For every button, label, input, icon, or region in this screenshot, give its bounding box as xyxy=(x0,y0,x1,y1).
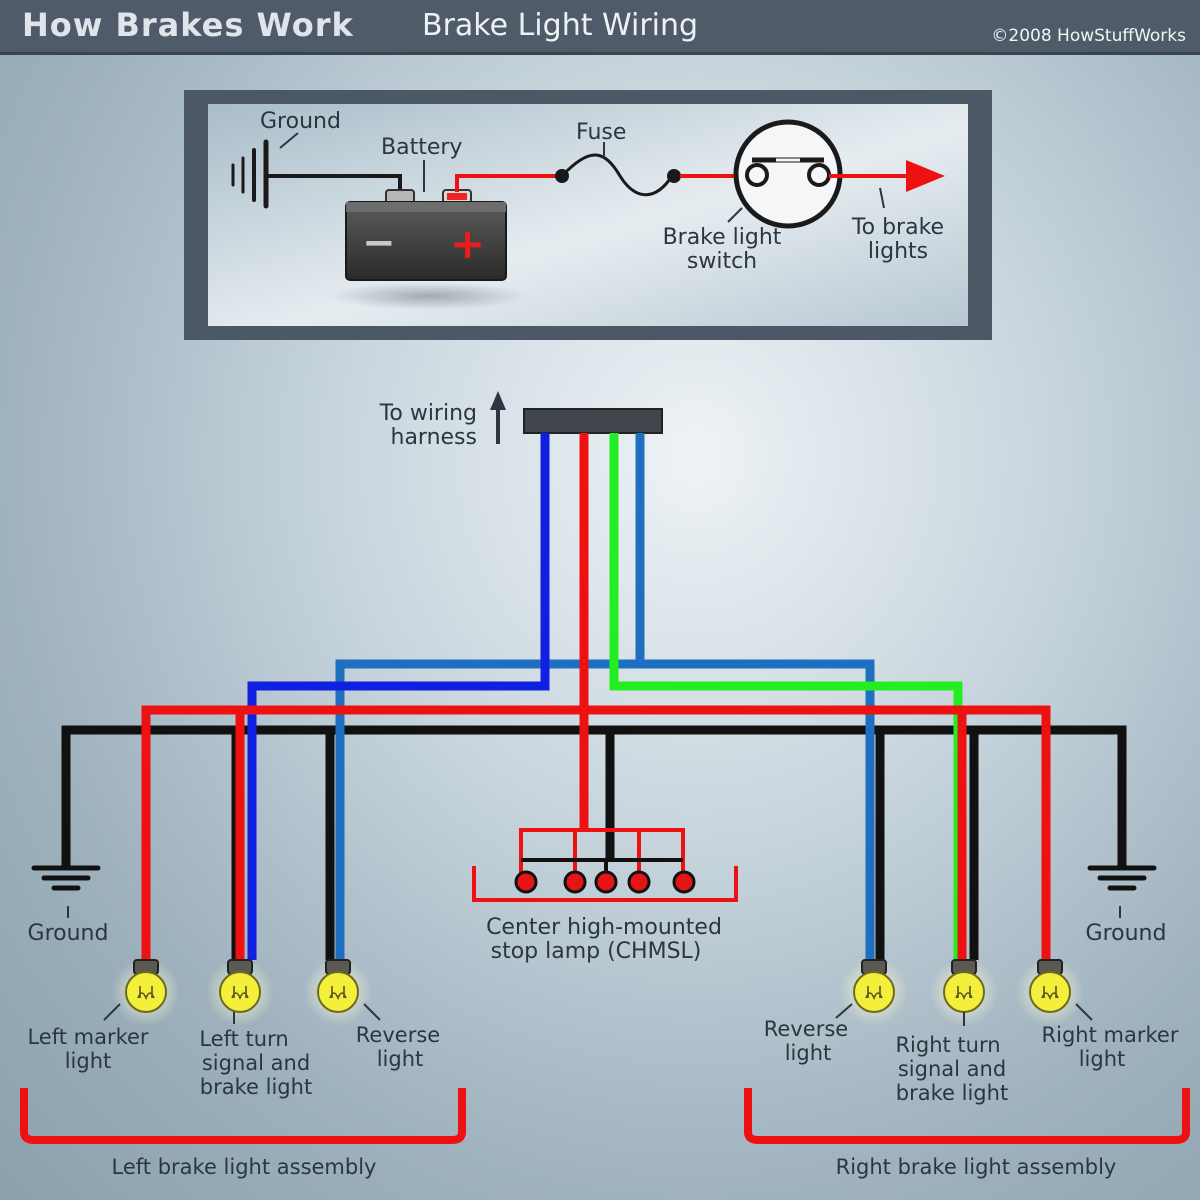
chmsl-bracket xyxy=(472,866,738,902)
to-brake-label-line2: lights xyxy=(868,239,928,264)
to-brake-leader-line xyxy=(879,187,885,209)
battery-shadow xyxy=(328,282,528,310)
right-reverse-label-line1: Reverse xyxy=(764,1017,848,1041)
right-reverse-label-line2: light xyxy=(785,1041,832,1065)
right-reverse-bulb-icon xyxy=(835,958,908,1026)
chmsl-lamp xyxy=(472,828,738,902)
battery-icon xyxy=(345,189,507,281)
harness-arrow-icon xyxy=(490,391,506,410)
harness-connector xyxy=(523,408,663,434)
switch-label-line1: Brake light xyxy=(663,225,782,250)
chmsl-label-line2: stop lamp (CHMSL) xyxy=(491,939,702,964)
left-marker-label-line1: Left marker xyxy=(27,1025,148,1049)
right-marker-label-line1: Right marker xyxy=(1042,1023,1179,1047)
right-marker-bulb-icon xyxy=(1016,958,1093,1026)
left-ground-label: Ground xyxy=(28,921,109,946)
left-turn-bulb-icon xyxy=(206,958,274,1026)
right-marker-label-line2: light xyxy=(1079,1047,1126,1071)
right-turn-bulb-icon xyxy=(930,958,998,1026)
inset-power-wire xyxy=(455,174,556,192)
switch-label-line2: switch xyxy=(687,249,757,274)
right-turn-wire xyxy=(609,433,963,960)
left-assembly-bracket xyxy=(20,1088,466,1144)
fuse-icon xyxy=(555,153,681,197)
title-bar xyxy=(0,0,1200,55)
battery-minus-symbol: − xyxy=(362,220,396,266)
chmsl-bulb xyxy=(672,870,696,894)
right-ground-label: Ground xyxy=(1086,921,1167,946)
left-marker-label-line2: light xyxy=(65,1049,112,1073)
right-marker-brake-wire xyxy=(584,705,1051,960)
chmsl-label-line1: Center high-mounted xyxy=(486,915,722,940)
brake-light-switch-icon xyxy=(733,119,843,229)
left-marker-bulb-icon xyxy=(103,958,180,1026)
chmsl-bulb xyxy=(627,870,651,894)
switch-leader-line xyxy=(727,207,743,223)
ground-bus-wire xyxy=(61,725,1127,870)
wire-network xyxy=(61,433,1127,960)
to-brake-label-line1: To brake xyxy=(851,215,944,240)
left-turn-label-line3: brake light xyxy=(200,1075,312,1099)
harness-label-line1: To wiring xyxy=(379,401,477,426)
inset-ground-label: Ground xyxy=(260,109,341,134)
chmsl-bulb xyxy=(514,870,538,894)
left-reverse-label-line1: Reverse xyxy=(356,1023,440,1047)
chmsl-bulb xyxy=(563,870,587,894)
chmsl-bulb xyxy=(594,870,618,894)
right-turn-label-line3: brake light xyxy=(896,1081,1008,1105)
left-reverse-bulb-icon xyxy=(304,958,381,1026)
left-reverse-label-line2: light xyxy=(377,1047,424,1071)
right-turn-label-line2: signal and xyxy=(898,1057,1006,1081)
right-assembly-label: Right brake light assembly xyxy=(836,1155,1117,1179)
left-turn-label-line2: signal and xyxy=(202,1051,310,1075)
inset-panel xyxy=(208,104,968,326)
right-turn-label-line1: Right turn xyxy=(895,1033,1000,1057)
left-reverse-wire xyxy=(335,433,645,960)
copyright-notice: ©2008 HowStuffWorks xyxy=(991,26,1186,46)
page-subtitle: Brake Light Wiring xyxy=(422,8,699,43)
left-turn-label-line1: Left turn xyxy=(199,1027,288,1051)
inset-ground-wire xyxy=(266,174,402,195)
battery-circuit-inset: Ground − + Battery Fuse xyxy=(184,90,992,340)
left-assembly-label: Left brake light assembly xyxy=(112,1155,377,1179)
right-ground-icon xyxy=(1087,865,1157,891)
right-assembly-bracket xyxy=(744,1088,1190,1144)
left-marker-brake-wire xyxy=(141,433,589,960)
right-reverse-wire xyxy=(640,659,875,960)
left-ground-icon xyxy=(31,865,101,891)
battery-plus-symbol: + xyxy=(450,219,485,268)
wiring-harness: To wiring harness xyxy=(379,391,663,450)
harness-label-line2: harness xyxy=(391,425,478,450)
left-turn-wire xyxy=(247,433,550,960)
page-title: How Brakes Work xyxy=(22,6,354,44)
to-brake-lights-arrow-icon xyxy=(906,160,945,192)
battery-label: Battery xyxy=(381,135,462,160)
ground-leader-line xyxy=(279,132,299,149)
fuse-label: Fuse xyxy=(576,120,626,145)
